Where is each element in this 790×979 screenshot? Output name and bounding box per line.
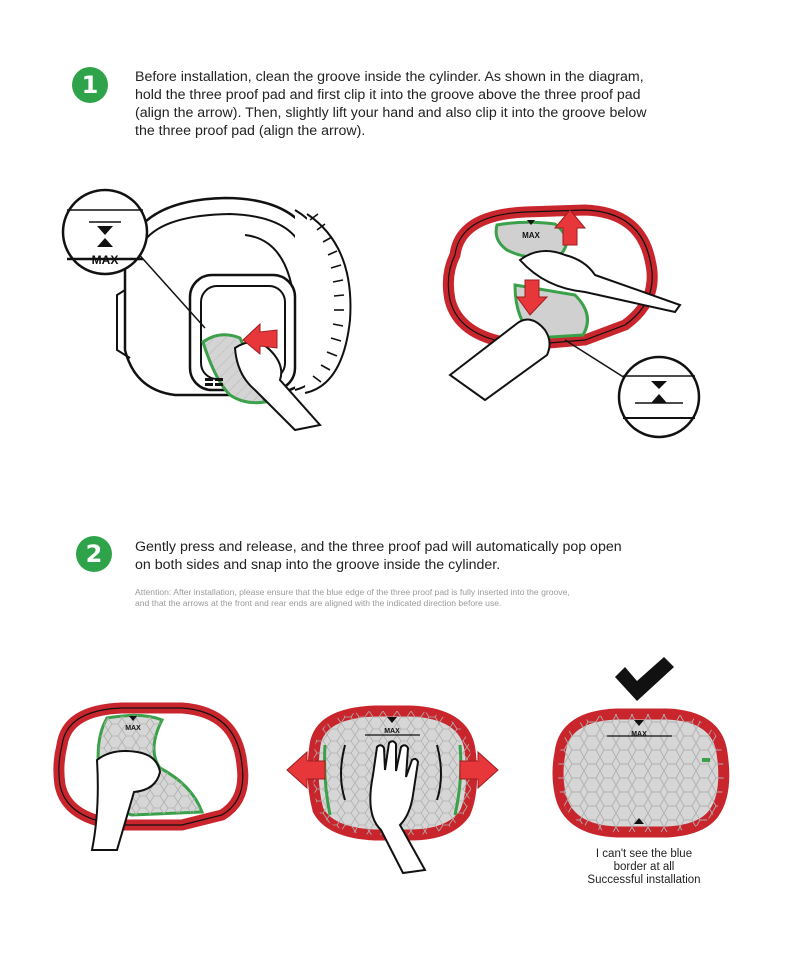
- step-2-panel-result: MAX: [552, 708, 730, 838]
- step-1-line: (align the arrow). Then, slightly lift y…: [135, 105, 647, 121]
- step-1-device-illustration: MAX: [61, 188, 352, 432]
- zoom-max-label: MAX: [92, 253, 119, 267]
- pad-max-label: MAX: [522, 231, 540, 240]
- result-caption-line: border at all: [613, 861, 675, 873]
- step-2-number: 2: [85, 540, 103, 568]
- result-caption-line: I can't see the blue: [595, 848, 693, 860]
- step-2-line: Gently press and release, and the three …: [135, 539, 622, 555]
- step-1-line: Before installation, clean the groove in…: [135, 69, 644, 85]
- step-2-panel-press: MAX: [53, 702, 249, 851]
- step-2-instructions: Gently press and release, and the three …: [135, 538, 622, 574]
- attention-note-line: Attention: After installation, please en…: [135, 587, 570, 597]
- success-checkmark-icon: [615, 657, 674, 701]
- panel2-max-label: MAX: [384, 728, 400, 735]
- step-2-panel-snap: MAX: [286, 705, 499, 875]
- result-caption: I can't see the blue border at all Succe…: [569, 848, 719, 887]
- step-1-line: hold the three proof pad and first clip …: [135, 87, 641, 103]
- attention-note: Attention: After installation, please en…: [135, 587, 570, 609]
- step-1-number: 1: [81, 71, 99, 99]
- step-1-instructions: Before installation, clean the groove in…: [135, 68, 647, 140]
- attention-note-line: and that the arrows at the front and rea…: [135, 598, 502, 608]
- panel1-max-label: MAX: [125, 725, 141, 732]
- step-1-line: the three proof pad (align the arrow).: [135, 123, 366, 139]
- step-2-badge: 2: [76, 536, 112, 572]
- step-1-badge: 1: [72, 67, 108, 103]
- step-1-ring-illustration: MAX: [442, 204, 701, 439]
- panel3-max-label: MAX: [631, 731, 647, 738]
- step-2-line: on both sides and snap into the groove i…: [135, 557, 501, 573]
- result-caption-line: Successful installation: [587, 874, 701, 886]
